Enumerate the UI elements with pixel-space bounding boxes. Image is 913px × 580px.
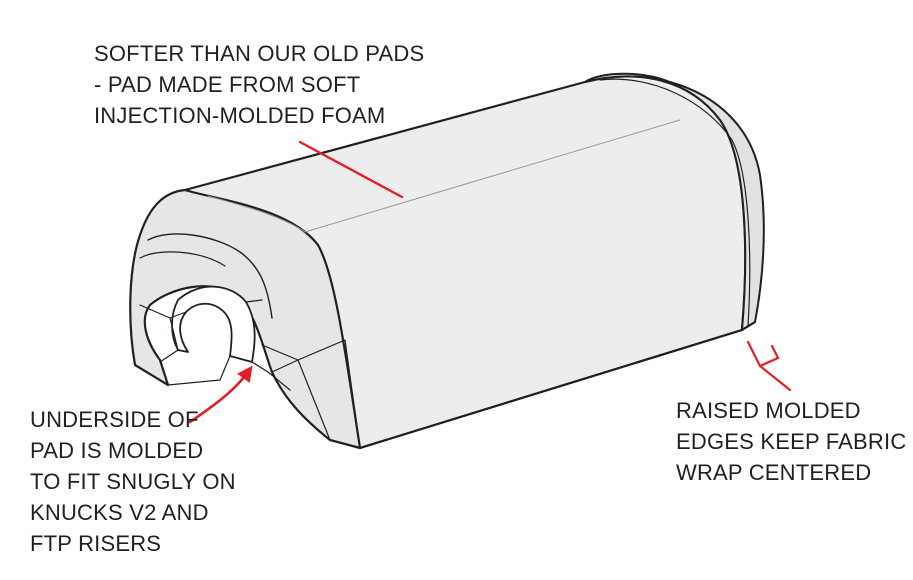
pad-facet-lines (139, 299, 291, 391)
callout-edges: RAISED MOLDED EDGES KEEP FABRIC WRAP CEN… (676, 395, 906, 488)
pad-bottom-edge (359, 321, 756, 449)
pad-raised-edge-line (599, 78, 751, 327)
callout-edges-line-3: WRAP CENTERED (676, 460, 872, 485)
callout-underside-line-2: PAD IS MOLDED (30, 438, 204, 463)
edge-bracket (746, 340, 792, 392)
underside-pointer-arrow (188, 365, 253, 424)
pad-raised-edge (584, 72, 765, 331)
foam-pointer-line (298, 140, 404, 199)
callout-underside: UNDERSIDE OF PAD IS MOLDED TO FIT SNUGLY… (30, 404, 236, 559)
callout-foam: SOFTER THAN OUR OLD PADS - PAD MADE FROM… (94, 38, 424, 131)
callout-underside-line-5: FTP RISERS (30, 531, 162, 556)
callout-foam-line-2: - PAD MADE FROM SOFT (94, 72, 361, 97)
callout-foam-line-1: SOFTER THAN OUR OLD PADS (94, 41, 425, 66)
pad-front-edge-curve (147, 233, 273, 319)
callout-foam-line-3: INJECTION-MOLDED FOAM (94, 103, 386, 128)
pad-front-edge-curve-2 (139, 251, 226, 267)
pad-illustration (129, 72, 765, 450)
callout-pointers (188, 140, 792, 424)
pad-side-facets (261, 339, 361, 449)
callout-underside-line-1: UNDERSIDE OF (30, 407, 199, 432)
callout-underside-line-3: TO FIT SNUGLY ON (30, 469, 236, 494)
pad-top-ridge (207, 119, 681, 233)
callout-underside-line-4: KNUCKS V2 AND (30, 500, 209, 525)
pad-underside-channel (171, 285, 256, 363)
callout-edges-line-1: RAISED MOLDED (676, 398, 861, 423)
callout-edges-line-2: EDGES KEEP FABRIC (676, 429, 907, 454)
